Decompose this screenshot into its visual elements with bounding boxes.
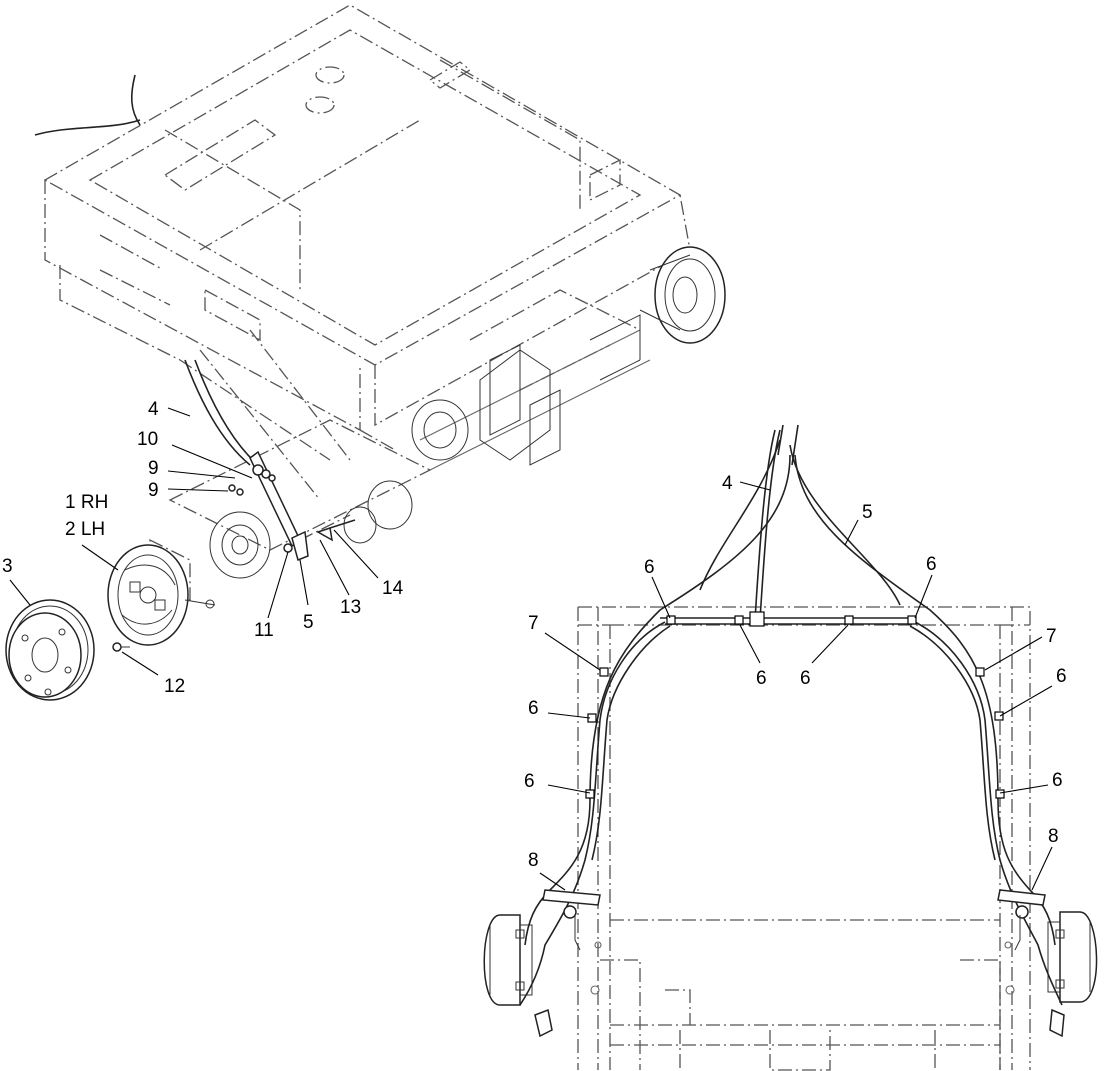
backing-plate-shoes xyxy=(107,544,216,646)
callout-12: 12 xyxy=(164,676,185,697)
cable-brackets xyxy=(534,889,1065,1038)
callout-labels: 1 RH 2 LH 3 4 10 9 9 11 5 13 14 12 4 5 6… xyxy=(2,399,1067,871)
callout-2-lh: 2 LH xyxy=(65,519,105,540)
brake-lever-assembly xyxy=(228,450,356,562)
brake-cable-4-iso xyxy=(184,359,259,466)
callout-3: 3 xyxy=(2,556,13,577)
rear-axle-assembly xyxy=(343,314,651,544)
brake-cable-4-top-view xyxy=(754,424,799,621)
callout-14: 14 xyxy=(382,578,404,599)
brake-cable-stub-left xyxy=(34,74,141,136)
lug-bolt xyxy=(112,642,130,652)
callout-11: 11 xyxy=(254,620,274,641)
callout-4-left: 4 xyxy=(148,399,159,420)
callout-6-b: 6 xyxy=(926,554,937,575)
right-callout-leaders xyxy=(539,481,1053,891)
callout-4-right: 4 xyxy=(722,473,733,494)
callout-6-g: 6 xyxy=(524,771,535,792)
callout-6-h: 6 xyxy=(1052,770,1063,791)
callout-9-lower: 9 xyxy=(148,480,159,501)
callout-5-left: 5 xyxy=(303,612,314,633)
rear-brake-hub-right xyxy=(639,246,726,344)
callout-8-right: 8 xyxy=(1048,826,1059,847)
callout-7-right: 7 xyxy=(1046,626,1057,647)
callout-9-upper: 9 xyxy=(148,458,159,479)
hub-spindle xyxy=(209,511,271,579)
callout-6-c: 6 xyxy=(756,668,767,689)
callout-7-left: 7 xyxy=(528,613,539,634)
chassis-frame-isometric xyxy=(43,4,691,602)
left-callout-leaders xyxy=(9,407,379,676)
callout-6-a: 6 xyxy=(644,557,655,578)
wheel-drum-right-top-view xyxy=(1047,911,1098,1003)
brake-cable-5-top-view xyxy=(524,439,1056,946)
callout-6-d: 6 xyxy=(800,668,811,689)
callout-6-f: 6 xyxy=(528,698,539,719)
wheel-drum-left-top-view xyxy=(483,914,533,1006)
callout-13: 13 xyxy=(340,597,361,618)
cable-clips xyxy=(585,615,1005,799)
cable-loops-right xyxy=(909,621,1063,1006)
callout-5-right: 5 xyxy=(862,502,873,523)
frame-top-view xyxy=(577,606,1031,1071)
brake-drum xyxy=(5,599,95,701)
cable-loops-left xyxy=(519,621,671,1006)
callout-8-left: 8 xyxy=(528,850,539,871)
callout-6-e: 6 xyxy=(1056,666,1067,687)
equalizer-connector xyxy=(749,611,765,627)
callout-10: 10 xyxy=(137,429,158,450)
callout-1-rh: 1 RH xyxy=(65,492,108,513)
